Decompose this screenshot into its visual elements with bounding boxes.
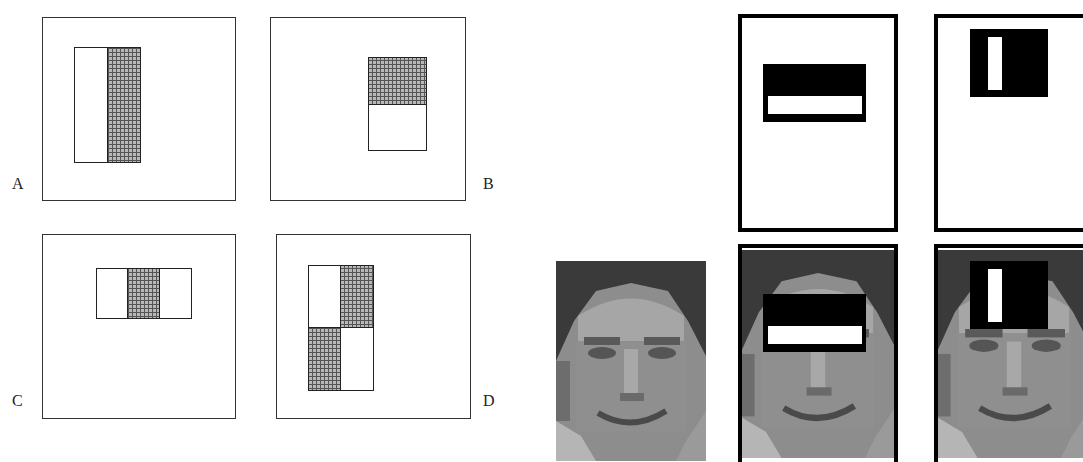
panel-letter: B	[483, 176, 494, 192]
panel-letter: D	[483, 393, 495, 409]
panel-letter: A	[12, 176, 24, 192]
panel-letter: C	[12, 393, 23, 409]
